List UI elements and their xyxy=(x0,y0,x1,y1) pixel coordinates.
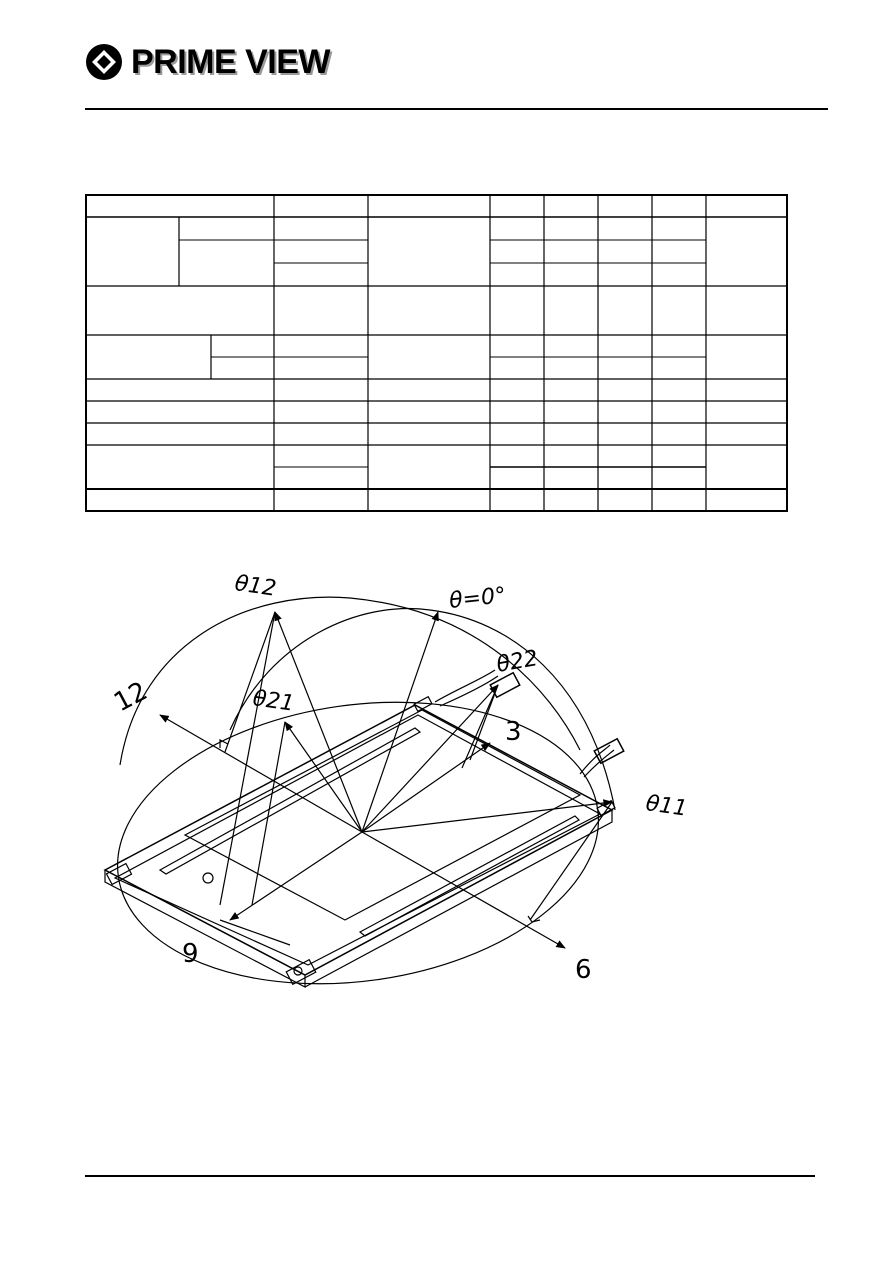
footer-divider xyxy=(85,1175,815,1177)
viewing-angle-svg: θ12 θ=0° θ22 θ21 θ11 12 3 9 6 xyxy=(103,571,689,988)
spec-table xyxy=(85,194,790,514)
theta-22-label: θ22 xyxy=(495,646,540,678)
viewing-angle-diagram: θ12 θ=0° θ22 θ21 θ11 12 3 9 6 xyxy=(100,560,720,1000)
theta-21-label: θ21 xyxy=(251,686,296,717)
direction-3-label: 3 xyxy=(505,717,522,747)
brand-name: PRIME VIEW xyxy=(131,43,331,81)
brand-logo: PRIME VIEW xyxy=(85,43,331,81)
diamond-logo-icon xyxy=(85,43,123,81)
theta-11-label: θ11 xyxy=(644,791,689,822)
spec-table-grid xyxy=(85,194,788,512)
theta-12-label: θ12 xyxy=(233,571,278,602)
direction-6-label: 6 xyxy=(575,955,592,985)
direction-9-label: 9 xyxy=(182,939,199,969)
direction-12-label: 12 xyxy=(109,676,152,718)
theta-zero-label: θ=0° xyxy=(448,583,507,614)
header-divider xyxy=(85,108,828,110)
